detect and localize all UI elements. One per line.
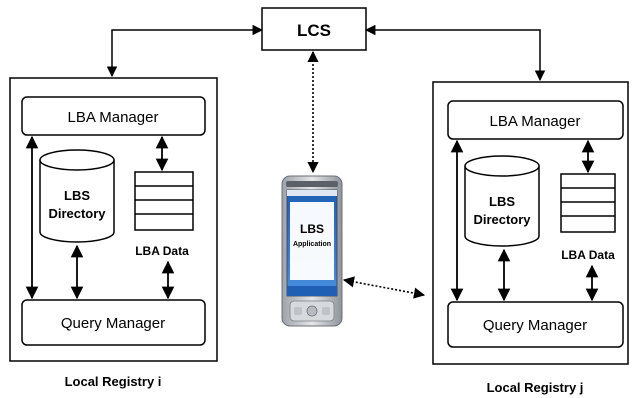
registry-i-lba-manager bbox=[21, 96, 206, 136]
registry-j-lba-manager-label: LBA Manager bbox=[490, 113, 581, 130]
connector-lcs-registry-j bbox=[364, 24, 546, 82]
registry-i-lba-data-label: LBA Data bbox=[135, 244, 189, 258]
registry-i-query-manager-label: Query Manager bbox=[61, 315, 165, 332]
registry-j: LBA Manager LBS Directory LBA Data Query… bbox=[432, 81, 629, 395]
registry-j-query-manager-label: Query Manager bbox=[483, 317, 587, 334]
connector-device-registry-j bbox=[342, 276, 426, 299]
registry-j-lba-data-table bbox=[560, 173, 616, 233]
registry-j-directory-label-1: LBS bbox=[489, 194, 515, 209]
lcs-label: LCS bbox=[297, 21, 331, 40]
registry-j-directory-cylinder bbox=[464, 155, 540, 247]
registry-i-lba-data-table bbox=[134, 171, 194, 231]
connector-lcs-registry-i bbox=[106, 24, 264, 78]
registry-i-directory-label-2: Directory bbox=[48, 206, 106, 221]
registry-j-query-manager bbox=[447, 301, 624, 348]
mobile-device: LBS Application bbox=[281, 175, 343, 327]
registry-i-directory-label-1: LBS bbox=[64, 188, 90, 203]
registry-j-caption: Local Registry j bbox=[487, 380, 584, 395]
lcs-node: LCS bbox=[261, 7, 367, 51]
registry-j-lba-data-label: LBA Data bbox=[561, 248, 615, 262]
registry-i: LBA Manager LBS Directory LBA Data Query… bbox=[9, 77, 218, 389]
phone-keypad bbox=[289, 300, 335, 322]
registry-j-directory-label-2: Directory bbox=[473, 212, 531, 227]
device-app-label-1: LBS bbox=[300, 222, 324, 236]
registry-i-lba-manager-label: LBA Manager bbox=[68, 109, 159, 126]
registry-i-query-manager bbox=[21, 299, 206, 346]
registry-j-lba-manager bbox=[447, 100, 624, 140]
registry-i-directory-cylinder bbox=[39, 149, 115, 243]
registry-i-caption: Local Registry i bbox=[65, 374, 162, 389]
device-app-label-2: Application bbox=[293, 241, 331, 248]
